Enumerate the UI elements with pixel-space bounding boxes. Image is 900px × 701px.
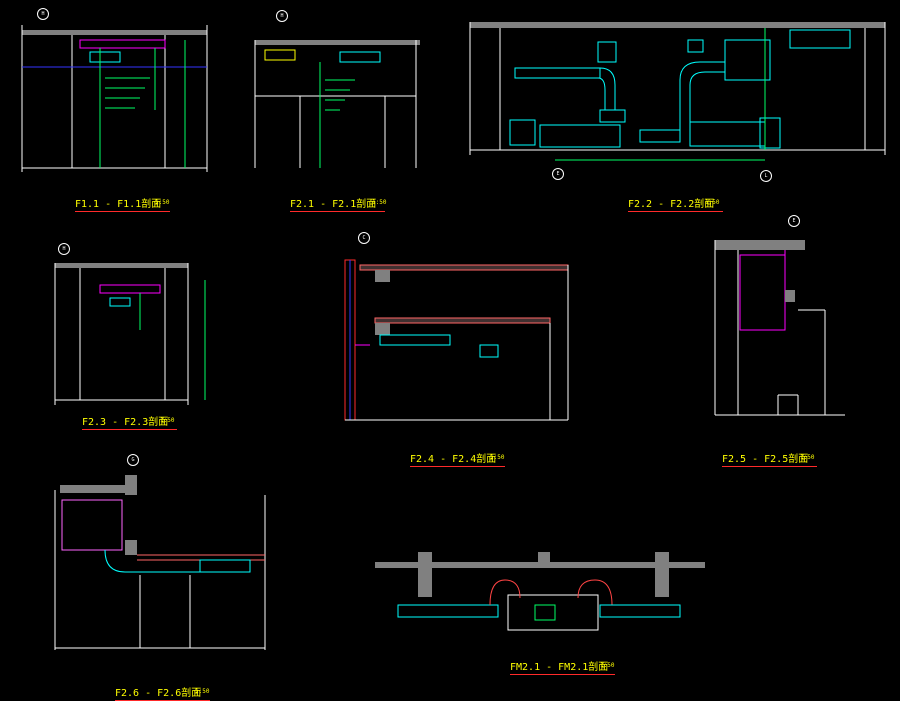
title-underline xyxy=(510,674,615,675)
grid-bubble-f24: C xyxy=(358,232,370,244)
grid-bubble-f26: G xyxy=(127,454,139,466)
section-scale-f24: 1:50 xyxy=(490,454,505,461)
section-f11-drawing xyxy=(21,25,208,172)
section-title-f21: F2.1 - F2.1剖面 xyxy=(290,195,385,212)
title-underline xyxy=(75,211,170,212)
section-f26-drawing xyxy=(54,475,266,650)
section-f24-drawing xyxy=(344,259,569,421)
section-title-fm21-text: FM2.1 - FM2.1剖面 xyxy=(510,662,609,673)
section-scale-f26: 1:50 xyxy=(195,688,210,695)
section-scale-f11: 1:50 xyxy=(155,199,170,206)
grid-bubble-f25: E xyxy=(788,215,800,227)
section-scale-f25: 1:50 xyxy=(800,454,815,461)
grid-bubble-f11: H xyxy=(37,8,49,20)
title-underline xyxy=(722,466,817,467)
section-title-f25: F2.5 - F2.5剖面 xyxy=(722,450,817,467)
grid-bubble-f23: H xyxy=(58,243,70,255)
title-underline xyxy=(290,211,385,212)
section-fm21-drawing xyxy=(375,552,705,631)
title-underline xyxy=(628,211,723,212)
grid-bubble-f22-left: E xyxy=(552,168,564,180)
section-scale-f21: 1:50 xyxy=(372,199,387,206)
section-f25-drawing xyxy=(714,240,845,416)
section-title-fm21: FM2.1 - FM2.1剖面 xyxy=(510,658,615,675)
grid-bubble-f21: H xyxy=(276,10,288,22)
section-title-f24-text: F2.4 - F2.4剖面 xyxy=(410,454,497,465)
section-scale-f23: 1:50 xyxy=(160,417,175,424)
section-scale-f22: 1:50 xyxy=(705,199,720,206)
section-f22-drawing xyxy=(469,22,886,161)
section-title-f23: F2.3 - F2.3剖面 xyxy=(82,413,177,430)
section-f23-drawing xyxy=(54,263,206,405)
section-title-f22-text: F2.2 - F2.2剖面 xyxy=(628,199,715,210)
section-f21-drawing xyxy=(254,40,420,168)
title-underline xyxy=(410,466,505,467)
grid-bubble-f22-right: L xyxy=(760,170,772,182)
section-scale-fm21: 1:50 xyxy=(600,662,615,669)
section-title-f22: F2.2 - F2.2剖面 xyxy=(628,195,723,212)
section-title-f11: F1.1 - F1.1剖面 xyxy=(75,195,170,212)
section-title-f21-text: F2.1 - F2.1剖面 xyxy=(290,199,377,210)
section-title-f11-text: F1.1 - F1.1剖面 xyxy=(75,199,162,210)
section-title-f26-text: F2.6 - F2.6剖面 xyxy=(115,688,202,699)
section-title-f25-text: F2.5 - F2.5剖面 xyxy=(722,454,809,465)
section-title-f23-text: F2.3 - F2.3剖面 xyxy=(82,417,169,428)
section-title-f24: F2.4 - F2.4剖面 xyxy=(410,450,505,467)
title-underline xyxy=(82,429,177,430)
